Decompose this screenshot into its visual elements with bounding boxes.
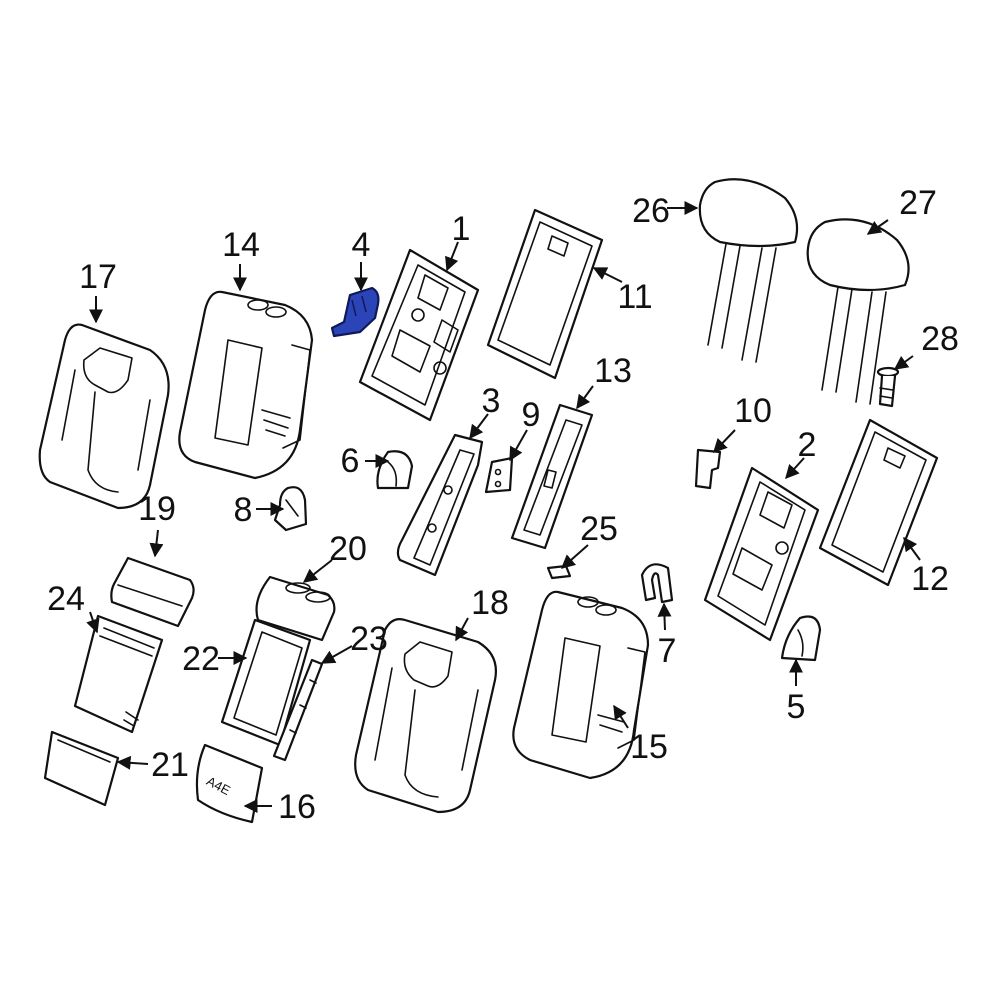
part-26-headrest: [698, 178, 799, 363]
part-6-cover-cap: [376, 450, 414, 490]
part-23-trim-strip: [272, 658, 324, 762]
callout-16: 16: [278, 788, 316, 826]
callout-25: 25: [580, 510, 618, 548]
part-10-clip: [694, 448, 722, 490]
callout-6: 6: [341, 442, 360, 480]
part-20-cupholder: [255, 575, 336, 642]
callout-7: 7: [658, 632, 677, 670]
callout-4: 4: [352, 226, 371, 264]
part-5-cover-cap: [780, 615, 822, 662]
part-14-backrest-cushion: [178, 290, 314, 480]
callout-26: 26: [632, 192, 670, 230]
callout-5: 5: [787, 688, 806, 726]
callout-12: 12: [911, 560, 949, 598]
part-12-backrest-panel: [818, 418, 939, 587]
callout-22: 22: [182, 640, 220, 678]
callout-19: 19: [138, 490, 176, 528]
part-15-seat-cushion: [512, 590, 650, 780]
part-16-armrest-trim: A4E: [195, 743, 264, 824]
part-18-seat-cushion-cover: [354, 618, 497, 814]
part-21-armrest-bracket: [43, 730, 120, 807]
callout-18: 18: [471, 584, 509, 622]
callout-3: 3: [482, 382, 501, 420]
part-8-hinge-cover: [273, 486, 308, 532]
part-3-side-frame: [396, 433, 484, 577]
callout-15: 15: [630, 728, 668, 766]
callout-27: 27: [899, 184, 937, 222]
callout-24: 24: [47, 580, 85, 618]
callout-28: 28: [921, 320, 959, 358]
part-24-armrest: [73, 614, 164, 734]
callout-17: 17: [79, 258, 117, 296]
part-27-headrest: [806, 218, 910, 405]
part-19-armrest-pad: [110, 556, 195, 628]
leader-lines: [86, 201, 921, 813]
callout-9: 9: [522, 396, 541, 434]
callout-1: 1: [452, 210, 471, 248]
part-11-backrest-panel: [486, 208, 604, 380]
part-2-backrest-frame: [703, 466, 820, 642]
callout-13: 13: [594, 352, 632, 390]
callout-numbers: 17 14 4 1 11 26 27 28 13 3 9 6 8 10 2 12…: [47, 184, 959, 826]
callout-14: 14: [222, 226, 260, 264]
callout-20: 20: [329, 530, 367, 568]
part-17-backrest-cover: [38, 323, 170, 510]
callout-2: 2: [798, 426, 817, 464]
part-7-u-clip: [640, 563, 674, 604]
part-4-hinge-cover-highlighted: [330, 286, 380, 338]
part-13-side-panel: [510, 403, 594, 550]
callout-8: 8: [234, 491, 253, 529]
callout-10: 10: [734, 392, 772, 430]
part-1-backrest-frame: [358, 248, 480, 422]
callout-11: 11: [617, 278, 652, 316]
part-9-bracket: [484, 456, 514, 494]
callout-21: 21: [151, 746, 189, 784]
part-28-headrest-guide: [876, 366, 900, 408]
callout-23: 23: [350, 620, 388, 658]
part-25-clip: [546, 564, 572, 580]
